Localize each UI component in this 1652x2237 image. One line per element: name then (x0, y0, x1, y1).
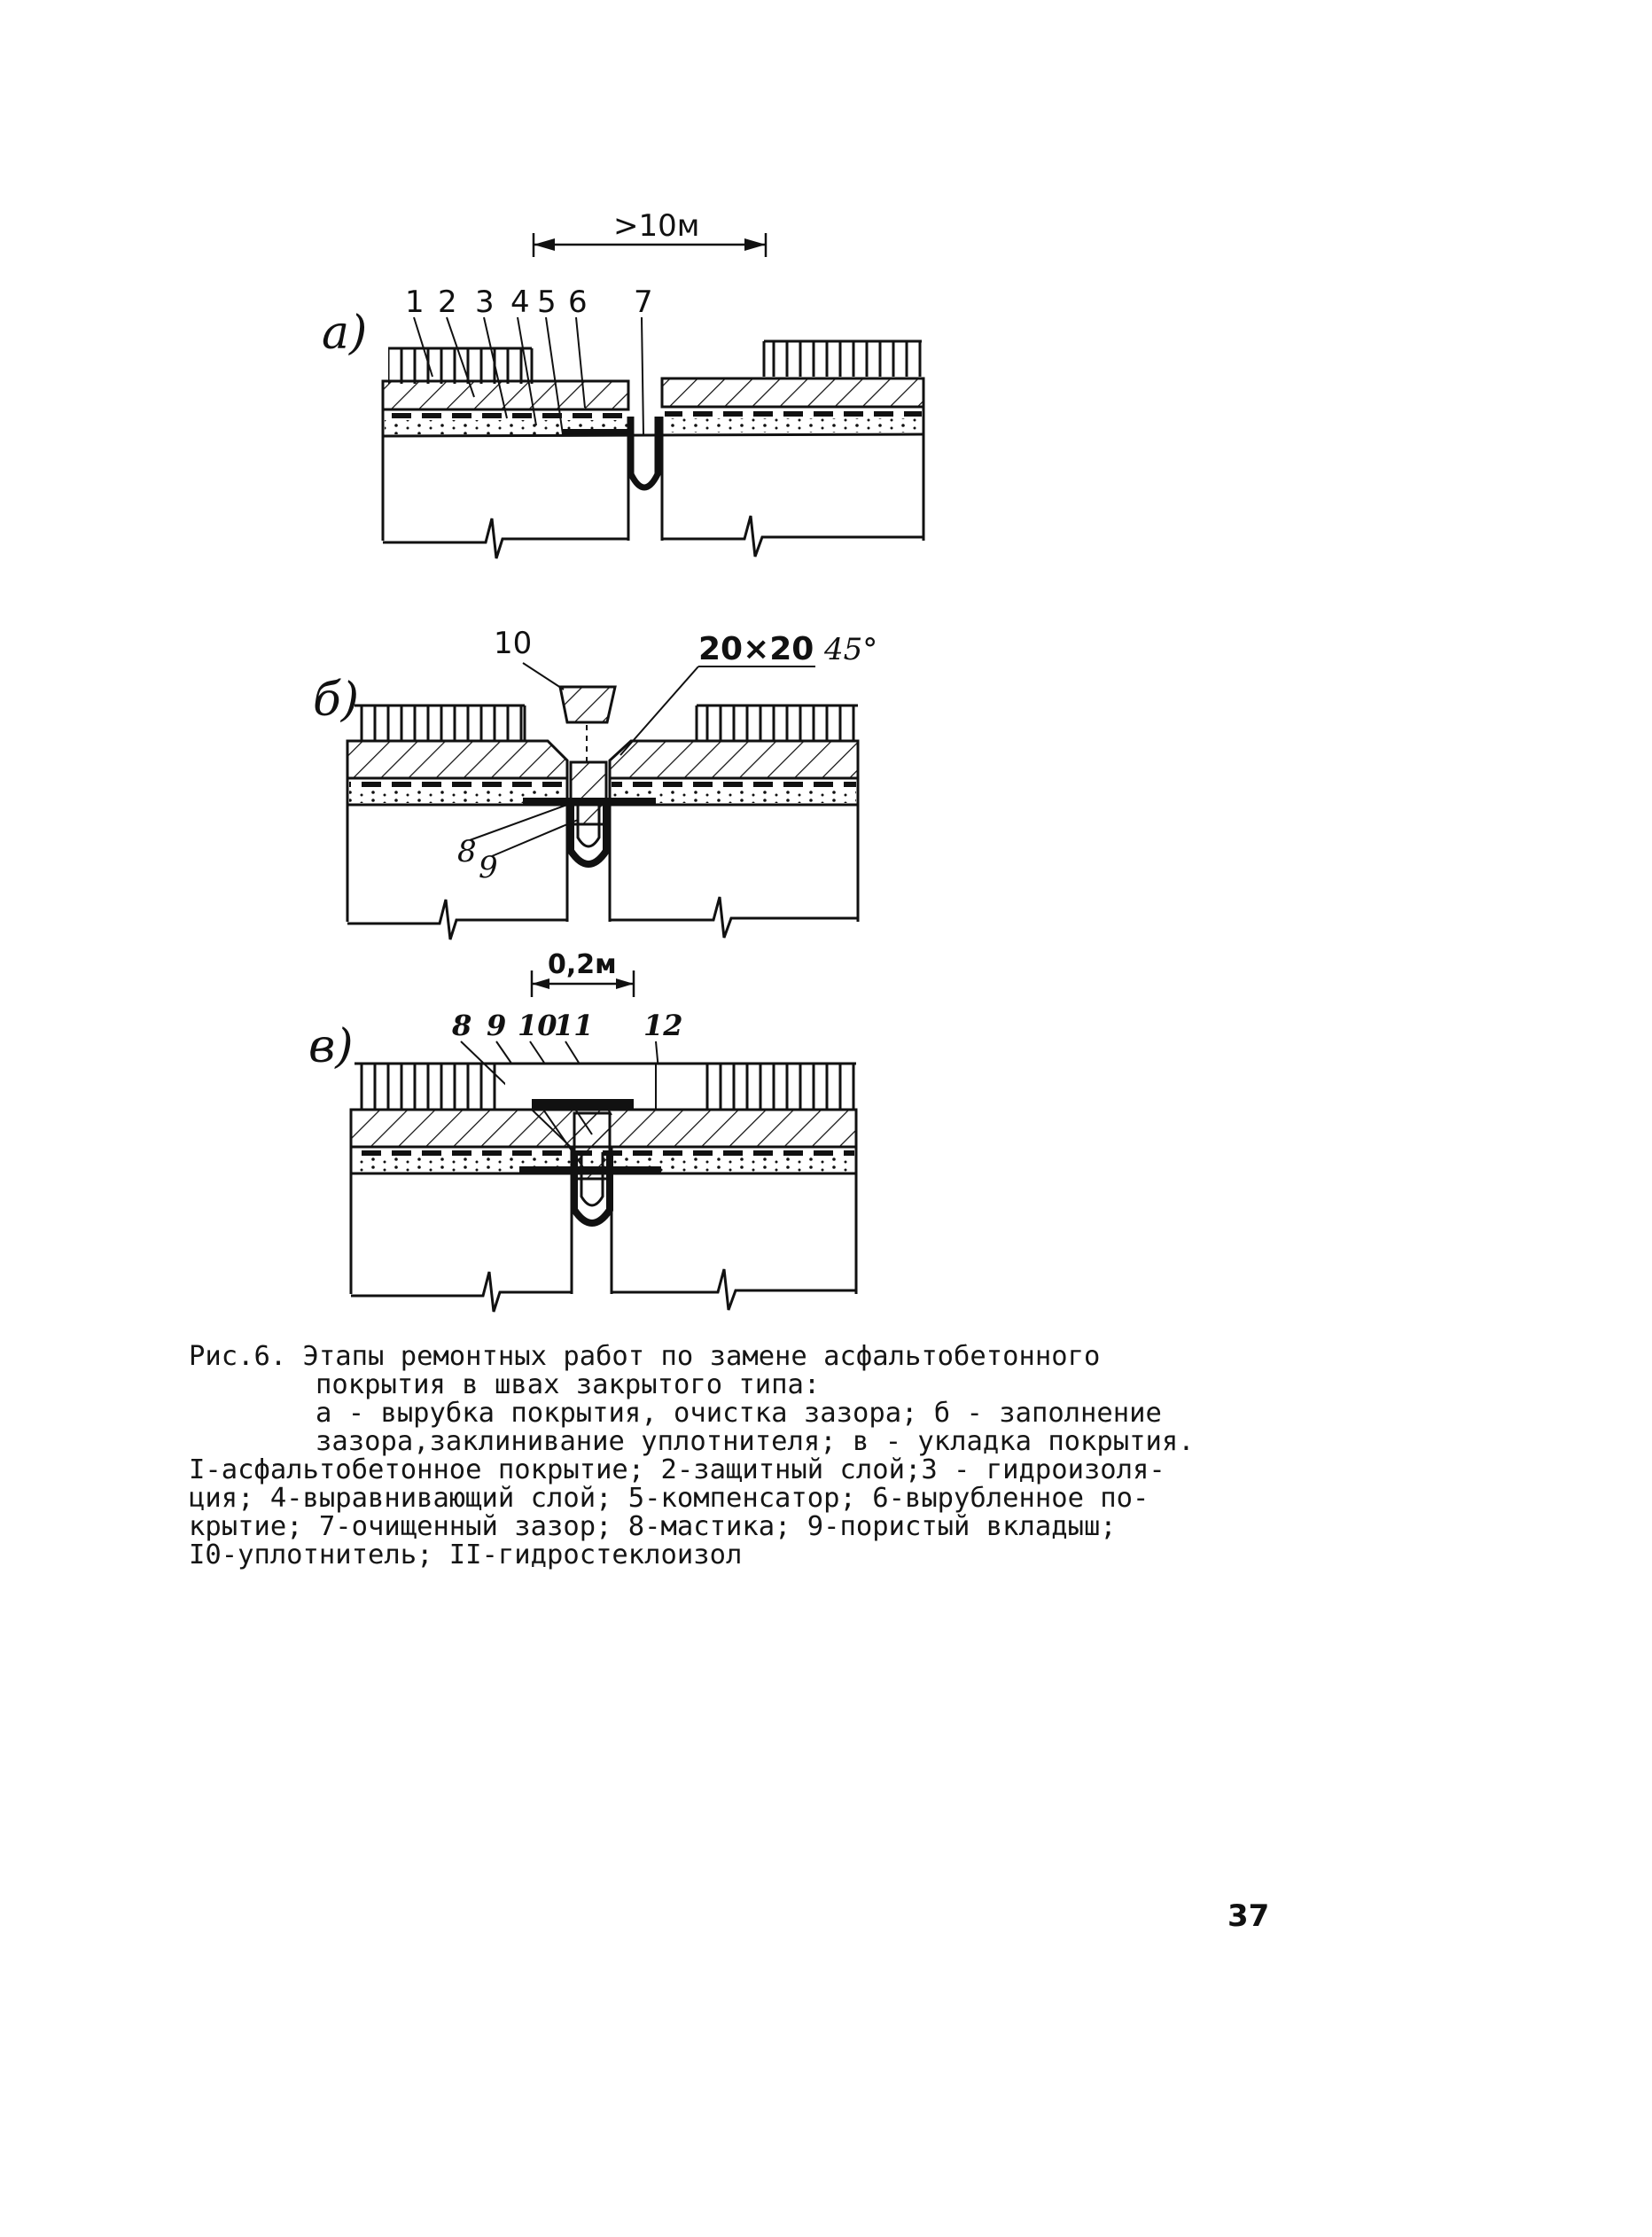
callout-10-b: 10 (494, 626, 532, 661)
callout-9-v: 9 (487, 1009, 506, 1042)
chamfer-angle: 45° (823, 632, 877, 667)
sealant-piece (558, 685, 617, 724)
panel-b-label: б) (313, 674, 359, 727)
panel-a: а) >10м 1 2 3 4 5 6 7 (322, 208, 925, 559)
dimension-v: 0,2м (530, 949, 635, 997)
hydro-glass-insulation (532, 1099, 634, 1110)
panel-b: б) 10 20×20 45° (313, 626, 877, 940)
figure-6-drawing: а) >10м 1 2 3 4 5 6 7 (308, 208, 925, 1313)
section-v (349, 1062, 858, 1313)
section-a (381, 339, 925, 559)
caption-line-4: зазора,заклинивание уплотнителя; в - укл… (316, 1426, 1195, 1457)
callout-5: 5 (537, 284, 557, 320)
chamfer-size: 20×20 (698, 631, 814, 667)
callout-8-v: 8 (451, 1009, 471, 1042)
caption-line-8: I0-уплотнитель; II-гидростеклоизол (189, 1539, 743, 1571)
caption-line-7: крытие; 7-очищенный зазор; 8-мастика; 9-… (189, 1511, 1117, 1542)
dimension-v-text: 0,2м (548, 949, 617, 980)
page-number: 37 (1227, 1898, 1270, 1934)
panel-a-label: а) (322, 307, 367, 360)
caption-line-2: покрытия в швах закрытого типа: (316, 1369, 821, 1400)
panel-v: в) 0,2м 8 9 10 11 12 (308, 949, 858, 1313)
callout-11-v: 11 (554, 1009, 594, 1042)
callout-7: 7 (634, 284, 653, 320)
caption-line-5: I-асфальтобетонное покрытие; 2-защитный … (189, 1454, 1165, 1485)
callout-3: 3 (475, 284, 495, 320)
callout-12-v: 12 (643, 1009, 683, 1042)
callout-4: 4 (510, 284, 530, 320)
caption-line-1: Рис.6. Этапы ремонтных работ по замене а… (189, 1341, 1101, 1372)
callout-1: 1 (405, 284, 425, 320)
caption-line-6: ция; 4-выравнивающий слой; 5-компенсатор… (189, 1483, 1149, 1514)
callout-10-v: 10 (518, 1009, 557, 1042)
caption-line-3: а - вырубка покрытия, очистка зазора; б … (316, 1398, 1162, 1429)
callout-8-b: 8 (457, 834, 477, 869)
callout-2: 2 (438, 284, 457, 320)
dimension-a-text: >10м (613, 208, 699, 244)
section-b (346, 704, 860, 940)
figure-caption: Рис.6. Этапы ремонтных работ по замене а… (189, 1343, 1332, 1570)
callout-6: 6 (568, 284, 588, 320)
callout-9-b: 9 (479, 850, 498, 885)
panel-v-label: в) (308, 1020, 354, 1073)
dimension-a: >10м (532, 208, 768, 257)
